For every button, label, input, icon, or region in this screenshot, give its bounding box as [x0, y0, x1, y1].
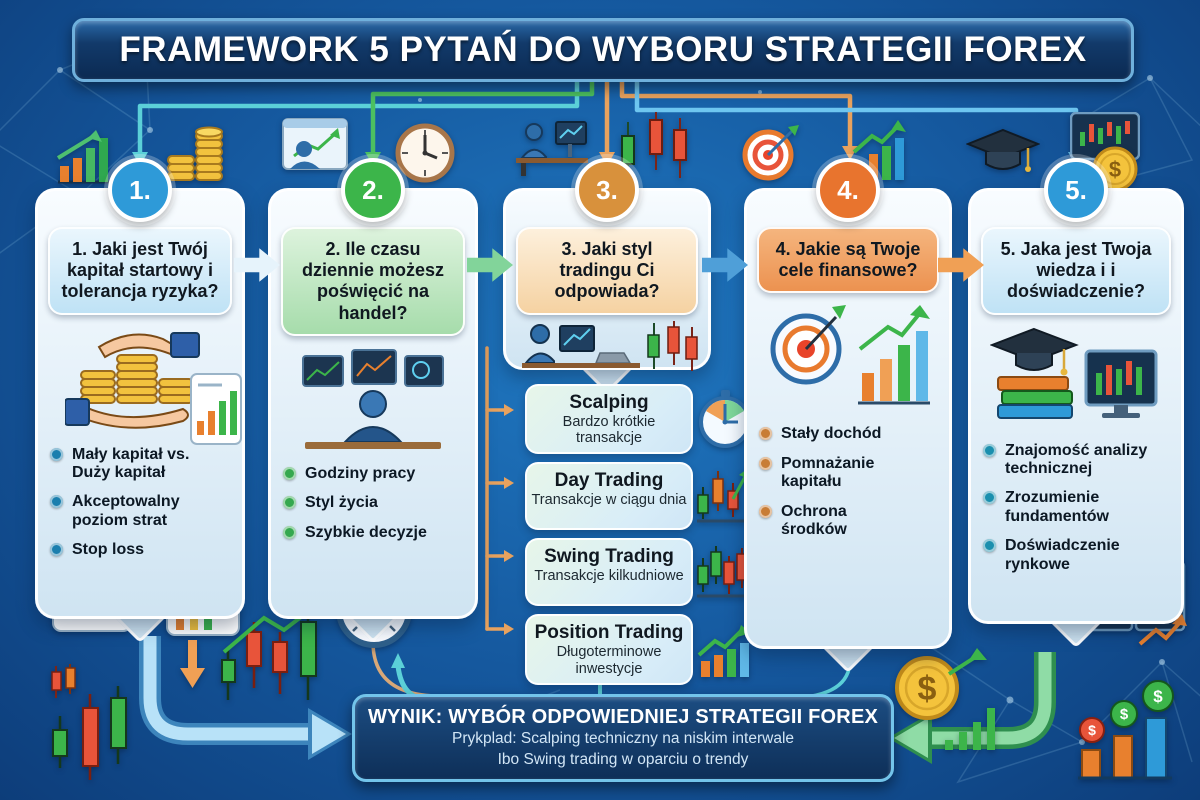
bullet-dot: [283, 466, 296, 480]
day-candles-icon: [695, 467, 749, 525]
bullet-dot: [283, 496, 296, 510]
question-column-1: 1. 1. Jaki jest Twój kapitał startowy i …: [35, 158, 245, 619]
graduation-cap-icon: [966, 126, 1040, 178]
target-bars-icon: [747, 299, 949, 414]
title-banner: FRAMEWORK 5 PYTAŃ DO WYBORU STRATEGII FO…: [72, 18, 1134, 82]
bullet-dot: [983, 491, 996, 505]
list-item: Ochrona środków: [759, 503, 937, 540]
svg-text:$: $: [1088, 722, 1096, 738]
style-row-day-trading: Day Trading Transakcje w ciągu dnia: [525, 462, 749, 531]
list-item: Akceptowalny poziom strat: [50, 493, 230, 530]
column-2-bullets: Godziny pracy Styl życia Szybkie decyzje: [271, 465, 475, 542]
step-badge-3: 3.: [575, 158, 639, 222]
result-example-line-1: Prykplad: Scalping techniczny na niskim …: [451, 730, 795, 748]
column-4-bullets: Stały dochód Pomnażanie kapitału Ochrona…: [747, 425, 949, 539]
question-5: 5. Jaka jest Twoja wiedza i i doświadcze…: [981, 227, 1171, 315]
trader-laptop-icon: [506, 320, 708, 375]
chart-person-icon: [282, 118, 348, 174]
step-badge-1: 1.: [108, 158, 172, 222]
step-badge-4: 4.: [816, 158, 880, 222]
coin-growth-icon: $: [893, 648, 1005, 756]
trader-desk-icon: [512, 116, 592, 178]
trading-styles-list: Scalping Bardzo krótkie transakcje Day T…: [503, 384, 751, 685]
result-box: WYNIK: WYBÓR ODPOWIEDNIEJ STRATEGII FORE…: [352, 694, 894, 782]
column-1-bullets: Mały kapitał vs. Duży kapitał Akceptowal…: [38, 446, 242, 560]
list-item: Styl życia: [283, 494, 463, 512]
question-2: 2. Ile czasu dziennie możesz poświęcić n…: [281, 227, 465, 336]
hand-coins-icon: [38, 321, 242, 435]
style-box-swing-trading: Swing Trading Transakcje kilkudniowe: [525, 538, 693, 607]
column-5-panel: 5. Jaka jest Twoja wiedza i i doświadcze…: [968, 188, 1184, 624]
list-item: Pomnażanie kapitału: [759, 455, 937, 492]
swing-candles-icon: [695, 544, 751, 600]
bullet-dot: [983, 539, 996, 553]
svg-text:$: $: [1120, 706, 1129, 723]
step-badge-5: 5.: [1044, 158, 1108, 222]
page-title: FRAMEWORK 5 PYTAŃ DO WYBORU STRATEGII FO…: [119, 30, 1087, 69]
question-column-4: 4. 4. Jakie są Twoje cele finansowe?: [744, 158, 952, 649]
bullet-dot: [983, 443, 996, 457]
question-4: 4. Jakie są Twoje cele finansowe?: [757, 227, 939, 294]
column-5-bullets: Znajomość analizy technicznej Zrozumieni…: [971, 442, 1181, 574]
list-item: Stały dochód: [759, 425, 937, 443]
bullet-dot: [759, 427, 772, 441]
coin-stack-icon: [166, 120, 226, 182]
result-example-line-2: Ibo Swing trading w oparciu o trendy: [497, 750, 749, 768]
multi-monitor-trader-icon: [271, 342, 475, 454]
bullet-dot: [759, 456, 772, 470]
clock-icon: [394, 120, 456, 184]
list-item: Doświadczenie rynkowe: [983, 537, 1169, 574]
svg-text:$: $: [1153, 687, 1163, 706]
style-row-position-trading: Position Trading Długoterminowe inwestyc…: [525, 614, 751, 685]
style-row-scalping: Scalping Bardzo krótkie transakcje: [525, 384, 751, 455]
list-item: Szybkie decyzje: [283, 524, 463, 542]
bullet-dot: [283, 525, 296, 539]
bars-coins-icon: $ $ $: [1076, 672, 1176, 782]
question-column-2: 2. 2. Ile czasu dziennie możesz poświęci…: [268, 158, 478, 619]
target-icon: [742, 124, 800, 182]
up-arrow-candles-icon: [180, 608, 340, 712]
bullet-dot: [50, 447, 63, 461]
column-2-panel: 2. Ile czasu dziennie możesz poświęcić n…: [268, 188, 478, 619]
question-3: 3. Jaki styl tradingu Ci odpowiada?: [516, 227, 698, 315]
column-1-panel: 1. Jaki jest Twój kapitał startowy i tol…: [35, 188, 245, 619]
list-item: Znajomość analizy technicznej: [983, 442, 1169, 479]
bullet-dot: [50, 543, 63, 557]
style-row-swing-trading: Swing Trading Transakcje kilkudniowe: [525, 538, 749, 607]
bullet-dot: [759, 504, 772, 518]
candlesticks-icon: [46, 664, 132, 786]
mini-bar-card-icon: [190, 373, 242, 445]
svg-text:$: $: [918, 670, 937, 708]
question-column-5: 5. 5. Jaka jest Twoja wiedza i i doświad…: [968, 158, 1184, 624]
style-box-position-trading: Position Trading Długoterminowe inwestyc…: [525, 614, 693, 685]
style-box-day-trading: Day Trading Transakcje w ciągu dnia: [525, 462, 693, 531]
bar-chart-arrow-icon: [52, 126, 130, 184]
svg-text:$: $: [1109, 157, 1121, 182]
step-badge-2: 2.: [341, 158, 405, 222]
question-1: 1. Jaki jest Twój kapitał startowy i tol…: [48, 227, 232, 315]
style-box-scalping: Scalping Bardzo krótkie transakcje: [525, 384, 693, 455]
column-3-panel: 3. Jaki styl tradingu Ci odpowiada?: [503, 188, 711, 371]
cap-books-screen-icon: [971, 321, 1181, 431]
list-item: Mały kapitał vs. Duży kapitał: [50, 446, 230, 483]
question-column-3: 3. 3. Jaki styl tradingu Ci odpowiada?: [503, 158, 751, 693]
list-item: Stop loss: [50, 541, 230, 559]
list-item: Zrozumienie fundamentów: [983, 489, 1169, 526]
result-title: WYNIK: WYBÓR ODPOWIEDNIEJ STRATEGII FORE…: [367, 706, 879, 729]
list-item: Godziny pracy: [283, 465, 463, 483]
column-4-panel: 4. Jakie są Twoje cele finansowe? Stały …: [744, 188, 952, 649]
bullet-dot: [50, 495, 63, 509]
